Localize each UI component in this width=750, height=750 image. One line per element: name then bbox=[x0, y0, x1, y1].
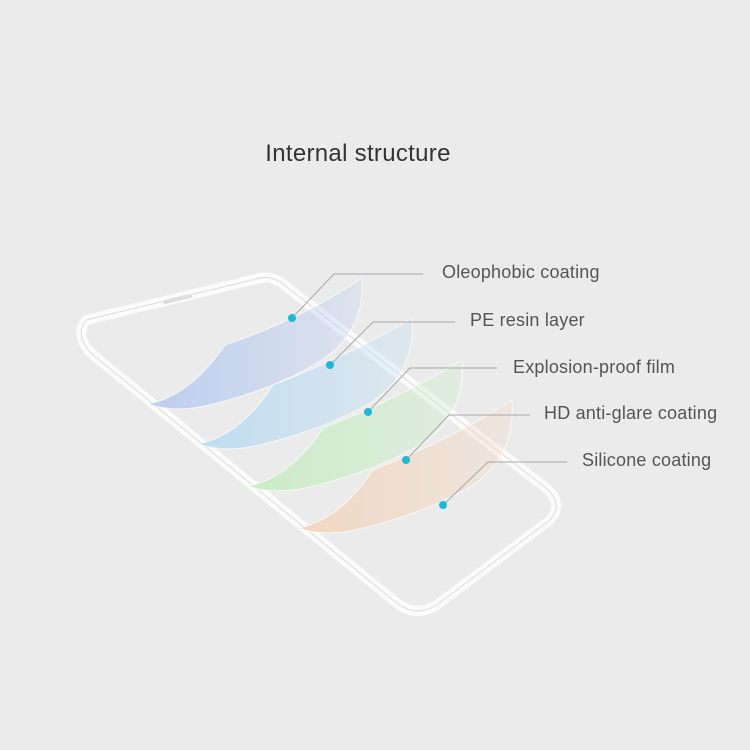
leader-line-3 bbox=[367, 367, 497, 413]
marker-dot-5 bbox=[439, 501, 447, 509]
layer-label-hd-anti-glare-coating: HD anti-glare coating bbox=[544, 403, 718, 423]
leader-line-4 bbox=[405, 414, 530, 461]
film-layer-2 bbox=[196, 317, 413, 450]
marker-dots bbox=[288, 314, 447, 509]
phone-outline bbox=[76, 272, 561, 616]
film-layer-3 bbox=[246, 359, 463, 492]
marker-dot-3 bbox=[364, 408, 372, 416]
leader-line-1 bbox=[291, 273, 423, 319]
marker-dot-1 bbox=[288, 314, 296, 322]
layer-label-pe-resin-layer: PE resin layer bbox=[470, 310, 585, 330]
leader-line-2 bbox=[329, 321, 455, 366]
film-layer-1 bbox=[146, 277, 363, 410]
marker-dot-4 bbox=[402, 456, 410, 464]
layer-label-explosion-proof-film: Explosion-proof film bbox=[513, 357, 676, 377]
layer-label-silicone-coating: Silicone coating bbox=[582, 450, 712, 470]
leader-lines bbox=[291, 273, 567, 506]
page-title: Internal structure bbox=[265, 140, 451, 167]
layer-label-oleophobic-coating: Oleophobic coating bbox=[442, 262, 600, 282]
film-layer-4 bbox=[296, 399, 513, 534]
leader-line-5 bbox=[442, 461, 567, 506]
marker-dot-2 bbox=[326, 361, 334, 369]
speaker-slot bbox=[163, 294, 192, 304]
